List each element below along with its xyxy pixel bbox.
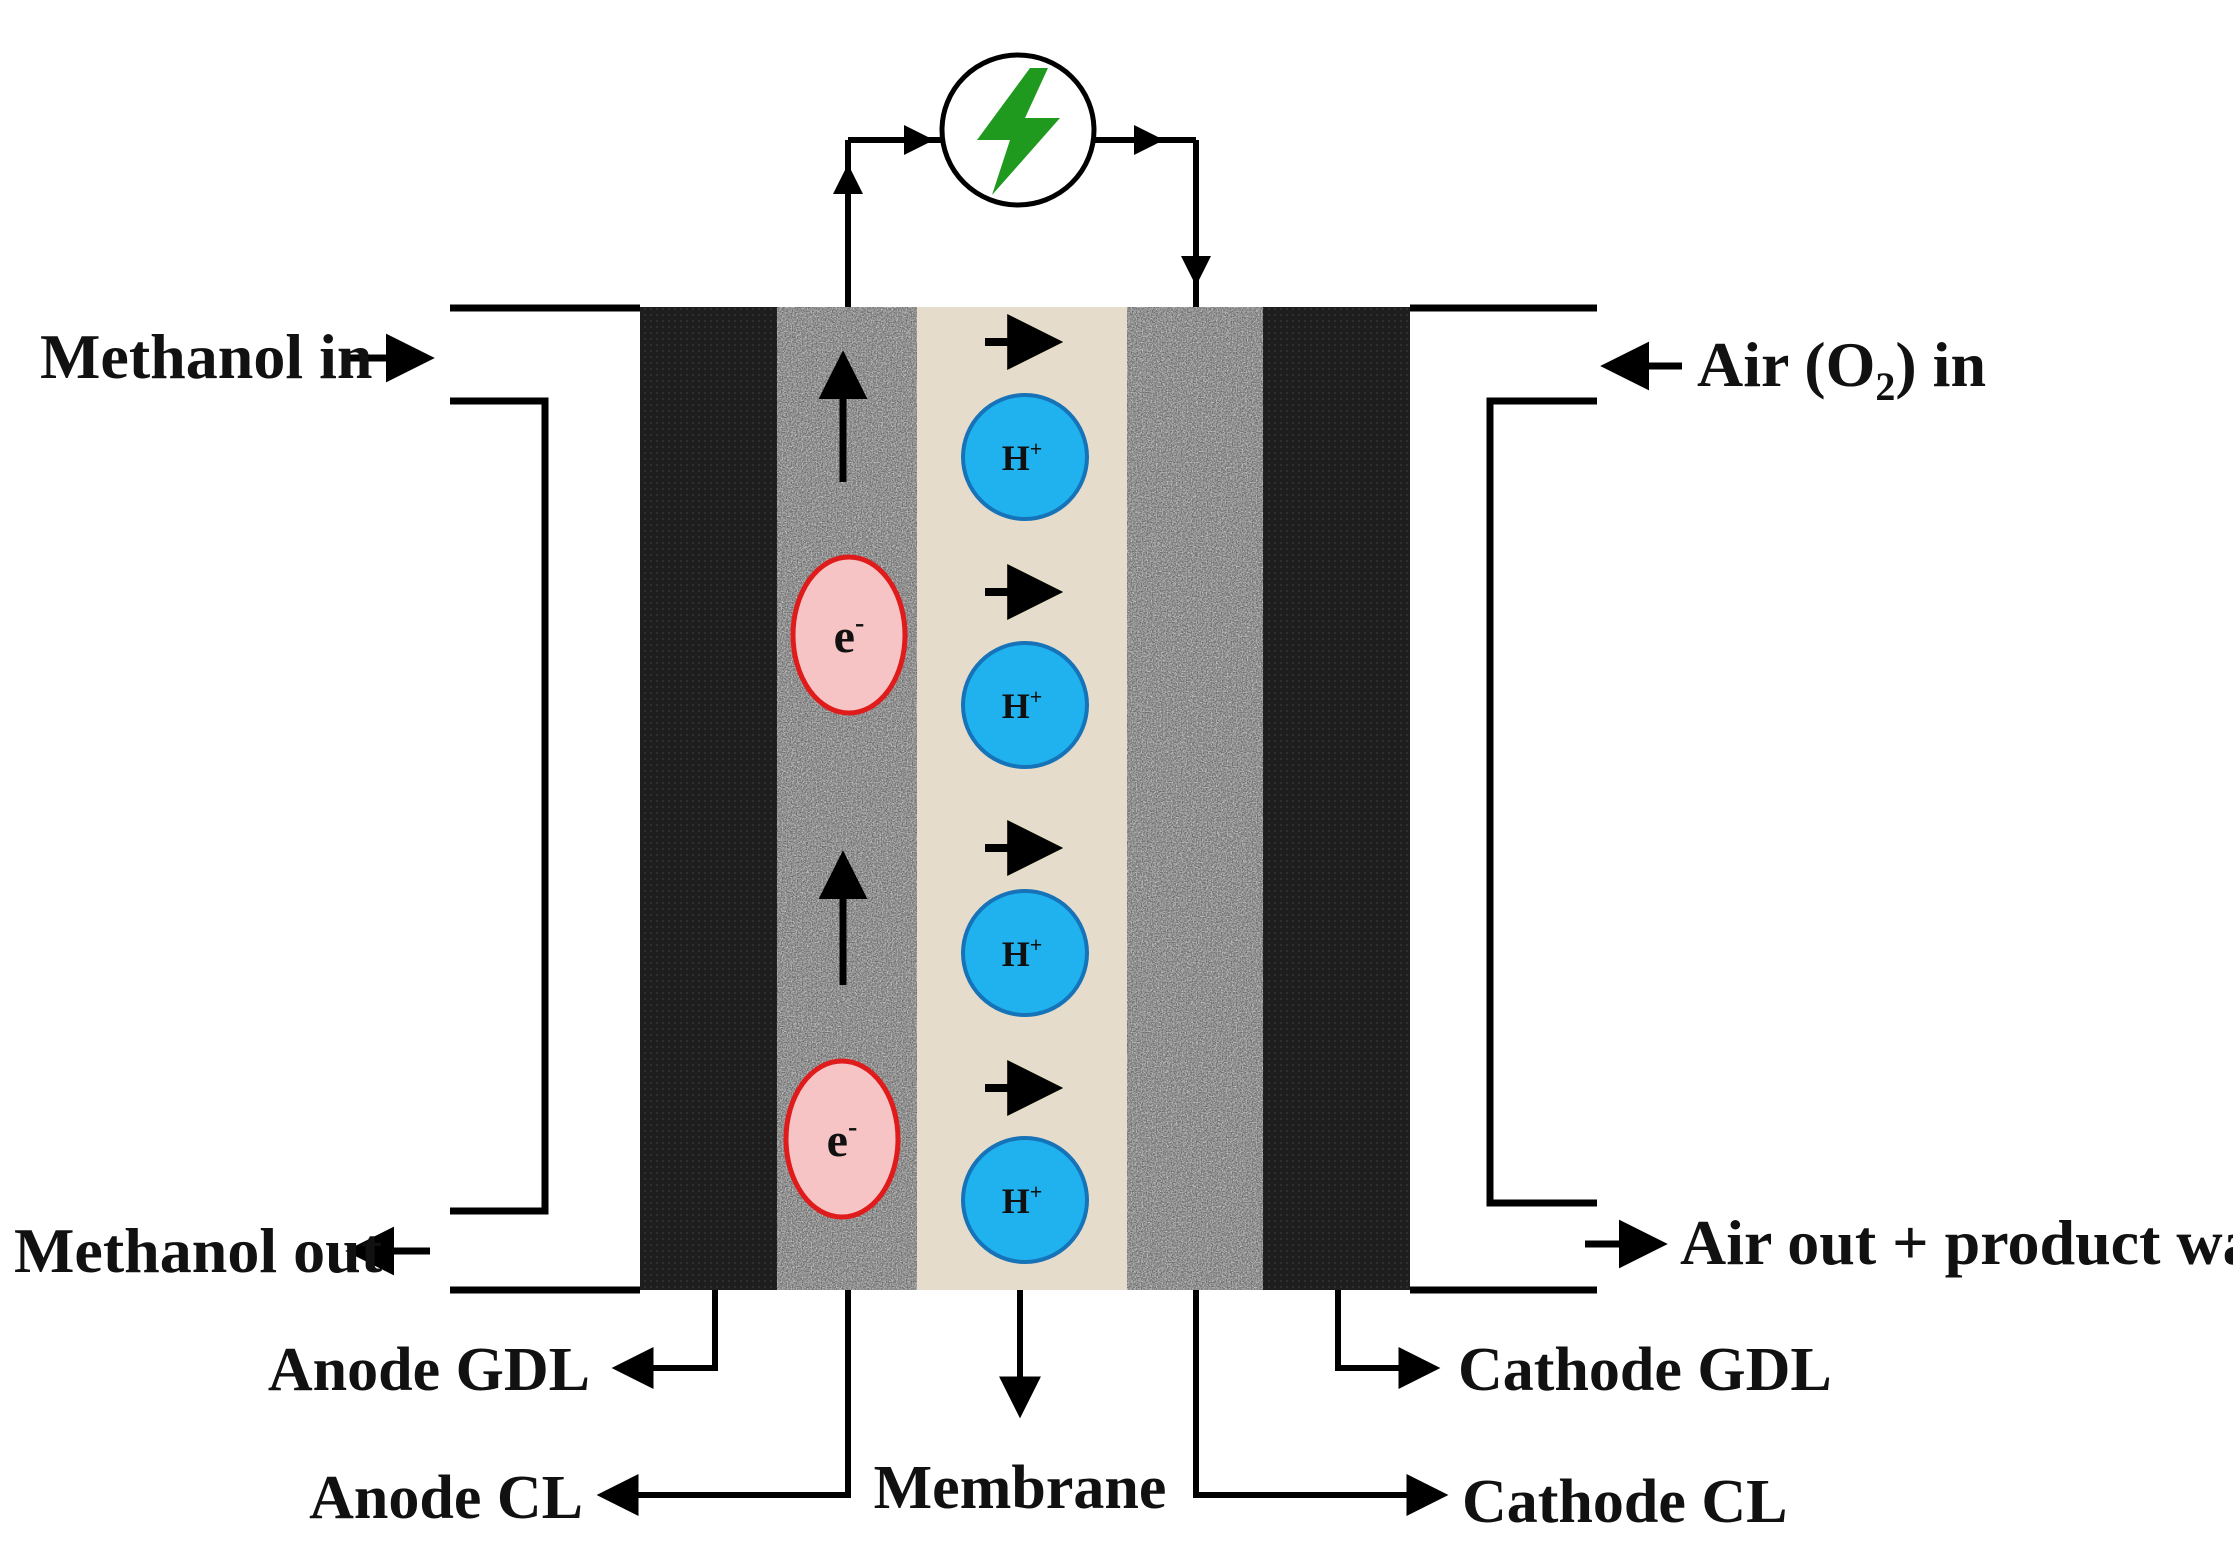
electron-2: e- bbox=[783, 1058, 901, 1220]
svg-text:e-: e- bbox=[827, 1112, 858, 1167]
flow-arrows bbox=[345, 333, 1682, 1276]
air-out-label: Air out + product water bbox=[1680, 1207, 2233, 1278]
anode-gdl-leader bbox=[611, 1290, 718, 1389]
proton-4: H+ bbox=[961, 1136, 1089, 1264]
external-circuit bbox=[833, 125, 1211, 307]
electrical-load bbox=[939, 52, 1097, 208]
svg-text:H+: H+ bbox=[1002, 684, 1043, 726]
svg-text:H+: H+ bbox=[1002, 1179, 1043, 1221]
cathode-cl-label: Cathode CL bbox=[1462, 1468, 1788, 1536]
proton-3: H+ bbox=[961, 889, 1089, 1017]
anode-cl-leader bbox=[596, 1290, 851, 1516]
cathode-cl-speckle-dark bbox=[1127, 307, 1263, 1290]
anode-flow-channel bbox=[450, 304, 640, 1294]
proton-1: H+ bbox=[961, 393, 1089, 521]
svg-text:e-: e- bbox=[834, 608, 865, 663]
cathode-cl-leader bbox=[1193, 1290, 1449, 1516]
membrane-label: Membrane bbox=[874, 1454, 1167, 1522]
methanol-out-label: Methanol out bbox=[14, 1215, 383, 1286]
proton-arrows bbox=[985, 314, 1064, 1116]
protons: H+ H+ H+ H+ bbox=[961, 393, 1089, 1264]
anode-gdl-texture bbox=[640, 307, 777, 1290]
proton-2: H+ bbox=[961, 641, 1089, 769]
anode-gdl-label: Anode GDL bbox=[268, 1336, 590, 1404]
methanol-in-label: Methanol in bbox=[40, 321, 372, 392]
cathode-gdl-leader bbox=[1335, 1290, 1441, 1389]
lightning-bolt-icon bbox=[977, 68, 1060, 195]
svg-text:H+: H+ bbox=[1002, 436, 1043, 478]
anode-cl-label: Anode CL bbox=[309, 1464, 583, 1532]
air-in-label: Air (O2) in bbox=[1697, 329, 1986, 409]
svg-text:H+: H+ bbox=[1002, 932, 1043, 974]
electron-1: e- bbox=[790, 554, 908, 716]
cathode-flow-channel bbox=[1410, 304, 1597, 1294]
leader-lines bbox=[596, 1290, 1449, 1516]
cathode-gdl-texture bbox=[1263, 307, 1410, 1290]
electrons: e- e- bbox=[783, 554, 908, 1220]
cathode-gdl-label: Cathode GDL bbox=[1458, 1336, 1832, 1404]
